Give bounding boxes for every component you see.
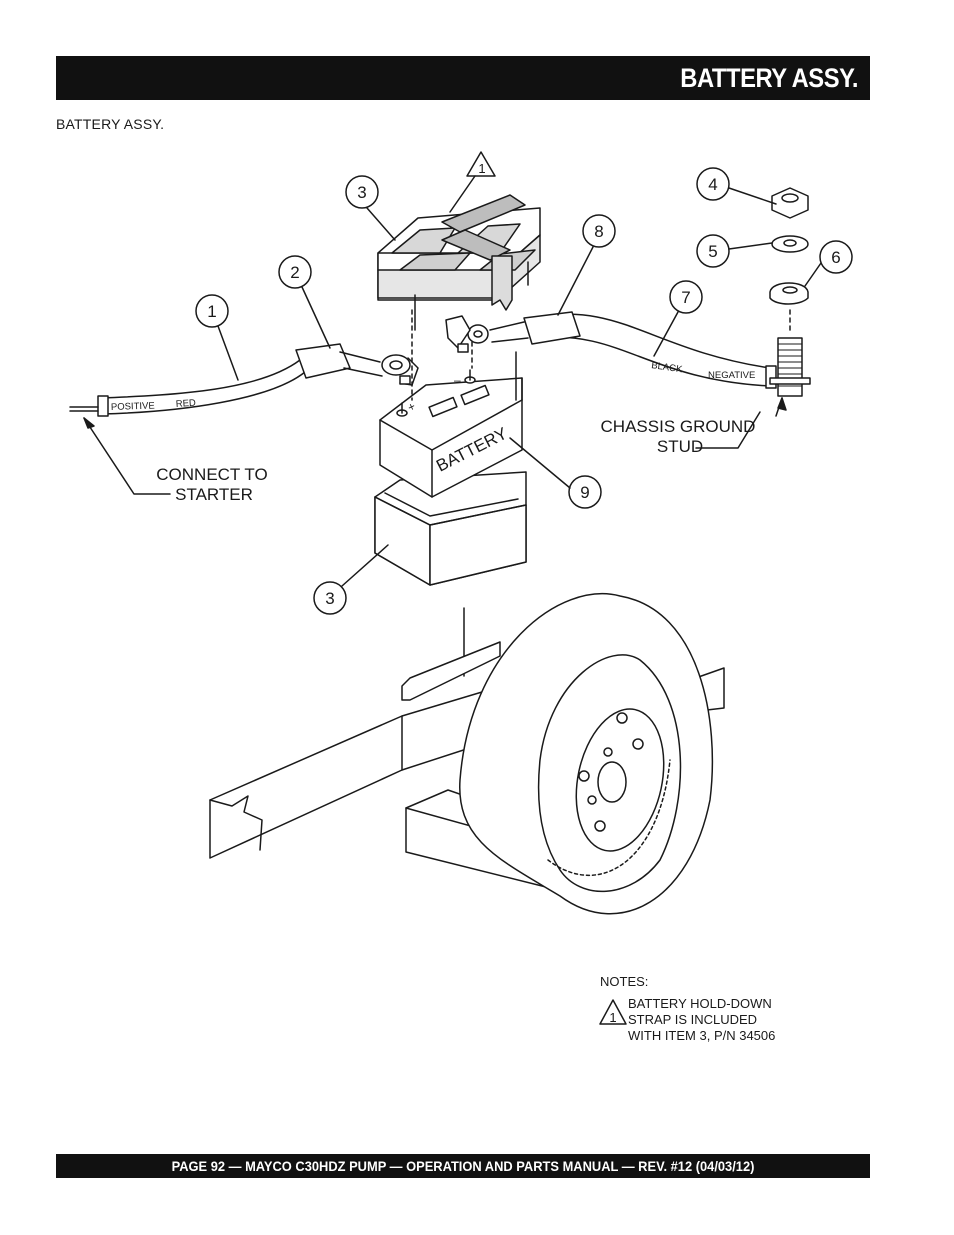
section-subtitle: BATTERY ASSY.	[56, 116, 165, 132]
negative-cable	[445, 311, 777, 389]
minus-terminal: –	[454, 373, 461, 387]
footer-text: PAGE 92 — MAYCO C30HDZ PUMP — OPERATION …	[171, 1158, 755, 1174]
note-flag-number: 1	[478, 161, 485, 176]
note-flag-small-number: 1	[609, 1010, 616, 1025]
callout-9: 9	[580, 483, 589, 502]
black-label: BLACK	[651, 360, 684, 375]
chassis-ground-line1: CHASSIS GROUND	[601, 417, 756, 436]
page-title: BATTERY ASSY.	[680, 63, 858, 93]
ground-stud-hardware	[769, 187, 811, 397]
callout-circles	[195, 167, 853, 615]
note-flag-triangle	[466, 151, 496, 177]
callout-4: 4	[708, 175, 717, 194]
callout-7: 7	[681, 288, 690, 307]
wheel	[459, 593, 714, 915]
callout-1: 1	[207, 302, 216, 321]
notes-heading: NOTES:	[600, 974, 648, 989]
notes-line-2: STRAP IS INCLUDED	[628, 1012, 757, 1027]
cable-labels: POSITIVE RED BLACK NEGATIVE	[111, 360, 756, 413]
footer-bar: PAGE 92 — MAYCO C30HDZ PUMP — OPERATION …	[56, 1154, 870, 1178]
callout-5: 5	[708, 242, 717, 261]
battery-tray	[374, 471, 527, 586]
callout-leaders	[83, 187, 822, 587]
callout-numbers: 1 2 3 3 4 5 6 7 8 9 1 1	[207, 161, 840, 1025]
notes-block: NOTES: BATTERY HOLD-DOWN STRAP IS INCLUD…	[600, 974, 775, 1043]
chassis-ground-line2: STUD	[657, 437, 703, 456]
connect-to-starter-line2: STARTER	[175, 485, 253, 504]
red-label: RED	[175, 398, 196, 410]
notes-line-3: WITH ITEM 3, P/N 34506	[628, 1028, 775, 1043]
callout-3-strap: 3	[357, 183, 366, 202]
callout-3-tray: 3	[325, 589, 334, 608]
note-flag-small-triangle	[599, 999, 627, 1025]
positive-cable	[69, 343, 419, 417]
instruction-labels: CONNECT TO STARTER CHASSIS GROUND STUD	[156, 417, 755, 504]
title-bar: BATTERY ASSY.	[56, 56, 870, 100]
hold-down-strap	[377, 194, 541, 331]
callout-8: 8	[594, 222, 603, 241]
notes-line-1: BATTERY HOLD-DOWN	[628, 996, 772, 1011]
callout-6: 6	[831, 248, 840, 267]
connect-to-starter-line1: CONNECT TO	[156, 465, 267, 484]
positive-label: POSITIVE	[111, 400, 155, 413]
callout-2: 2	[290, 263, 299, 282]
negative-label: NEGATIVE	[708, 370, 755, 381]
